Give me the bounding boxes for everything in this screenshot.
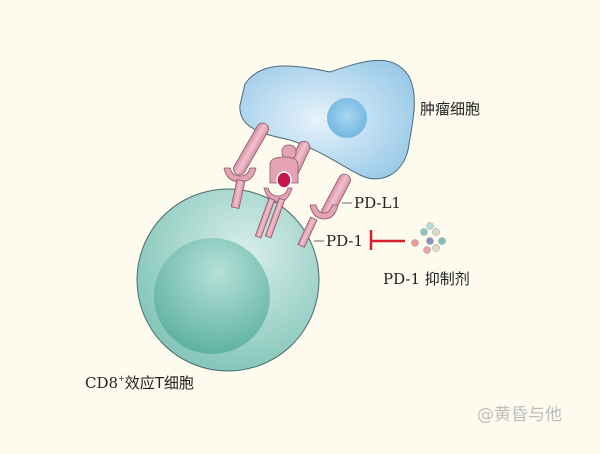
receptor-pair-left [223,122,269,210]
inhibition-symbol [369,230,405,250]
pd-1-molecule [309,204,339,220]
watermark: @黄昏与他 [477,405,562,425]
mhc-tcr-complex [254,140,311,239]
t-cell-nucleus [154,238,270,354]
tumor-cell [239,59,415,180]
tumor-cell-label: 肿瘤细胞 [420,100,481,118]
t-cell-label-sup: + [118,374,125,383]
t-cell-label: CD8+效应T细胞 [85,372,194,393]
pd-1-label: PD-1 [326,232,364,250]
pd1-inhibitor-molecules [411,222,446,254]
pdl1-pd1-pair [297,173,351,248]
t-cell-label-prefix: CD8 [85,374,119,392]
pd-1-inhibitor-label: PD-1 抑制剂 [383,270,470,288]
antigen-icon [276,171,292,189]
t-cell-label-suffix: 效应T细胞 [124,374,194,392]
tumor-nucleus [327,98,367,138]
pd-l1-label: PD-L1 [354,194,401,212]
t-cell [136,188,320,372]
